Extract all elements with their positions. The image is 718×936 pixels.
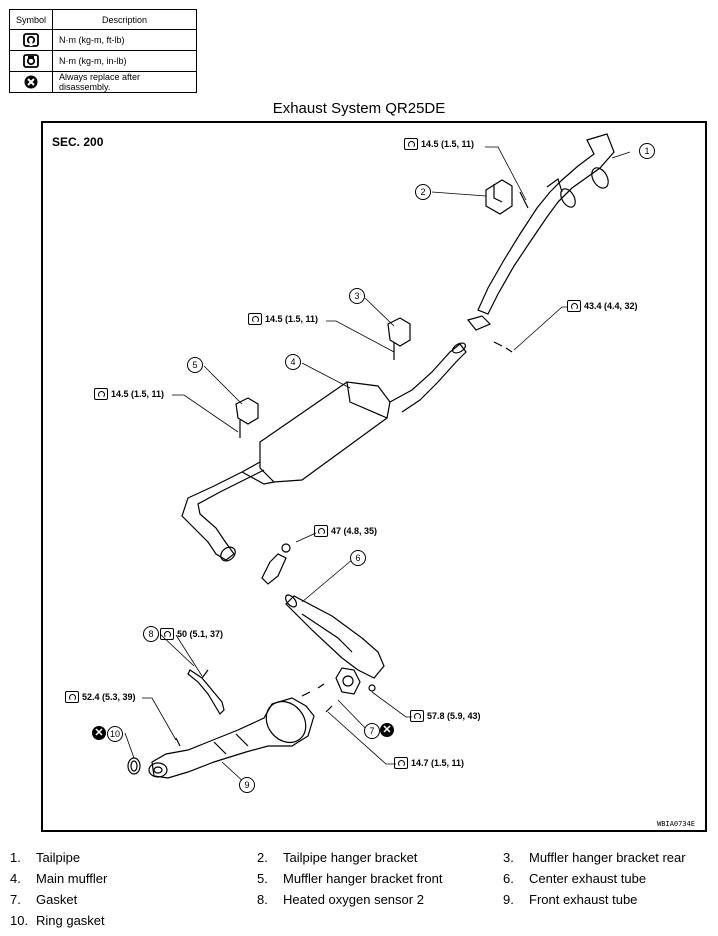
diagram-title: Exhaust System QR25DE: [272, 100, 446, 117]
legend-row-ftlb: N·m (kg-m, ft-lb): [52, 29, 198, 51]
torque-wrench-icon: [314, 525, 328, 537]
front-tube-shape: [151, 697, 315, 779]
always-replace-icon: ✕: [92, 726, 106, 740]
list-item: 8.Heated oxygen sensor 2: [257, 892, 424, 907]
symbol-legend-table: Symbol Description N·m (kg-m, ft-lb) N·m…: [8, 9, 198, 93]
torque-sensor-2: 50 (5.1, 37): [177, 629, 224, 639]
torque-wrench-icon: [248, 313, 262, 325]
section-label: SEC. 200: [52, 135, 104, 149]
callout-1: 1: [639, 143, 655, 159]
torque-wrench-icon: [404, 138, 418, 150]
torque-wrench-icon: [94, 388, 108, 400]
list-item: 7.Gasket: [10, 892, 78, 907]
main-muffler-shape: [259, 381, 391, 483]
list-item: 1.Tailpipe: [10, 850, 81, 865]
callout-7: 7: [364, 723, 380, 739]
torque-gasket: 57.8 (5.9, 43): [427, 711, 481, 721]
tailpipe-hanger-shape: [485, 179, 513, 215]
center-tube-shape: [285, 595, 385, 679]
torque-wrench-icon: [394, 757, 408, 769]
legend-row-replace: Always replace after disassembly.: [52, 71, 198, 93]
list-item: 5.Muffler hanger bracket front: [257, 871, 443, 886]
list-item: 2.Tailpipe hanger bracket: [257, 850, 418, 865]
torque-wrench-icon: [65, 691, 79, 703]
torque-tailpipe-bracket: 14.5 (1.5, 11): [421, 139, 475, 149]
torque-joint: 43.4 (4.4, 32): [584, 301, 638, 311]
torque-rear-bracket: 14.5 (1.5, 11): [265, 314, 319, 324]
legend-header-description: Description: [52, 9, 198, 30]
torque-wrench-icon: [567, 300, 581, 312]
always-replace-icon: ✕: [380, 723, 394, 737]
front-hanger-shape: [235, 397, 259, 425]
callout-10: 10: [107, 726, 123, 742]
exhaust-diagram: [124, 133, 631, 785]
list-item: 9.Front exhaust tube: [503, 892, 638, 907]
legend-row-inlb: N·m (kg-m, in-lb): [52, 50, 198, 72]
list-item: 4.Main muffler: [10, 871, 108, 886]
rear-hanger-shape: [387, 317, 411, 347]
legend-header-symbol: Symbol: [8, 9, 54, 30]
always-replace-icon: [24, 75, 38, 89]
oxygen-sensor-shape: [187, 669, 225, 715]
callout-4: 4: [285, 354, 301, 370]
callout-9: 9: [239, 777, 255, 793]
callout-5: 5: [187, 357, 203, 373]
torque-front-stud: 52.4 (5.3, 39): [82, 692, 136, 702]
torque-wrench-inlb-icon: [23, 54, 39, 68]
torque-wrench-icon: [160, 628, 174, 640]
torque-front-bracket: 14.5 (1.5, 11): [111, 389, 165, 399]
tailpipe-shape: [477, 133, 615, 315]
diagram-code: WBIA0734E: [657, 820, 695, 828]
torque-wrench-icon: [23, 33, 39, 47]
callout-2: 2: [415, 184, 431, 200]
callout-3: 3: [349, 288, 365, 304]
torque-front-tube: 14.7 (1.5, 11): [411, 758, 465, 768]
diagram-frame: SEC. 200 1 2 3 4 5 6 7 8 9 10 ✕ ✕ 14.5 (…: [41, 121, 707, 832]
callout-8: 8: [143, 626, 159, 642]
list-item: 10.Ring gasket: [10, 913, 105, 928]
torque-sensor-upper: 47 (4.8, 35): [331, 526, 378, 536]
list-item: 6.Center exhaust tube: [503, 871, 647, 886]
list-item: 3.Muffler hanger bracket rear: [503, 850, 686, 865]
torque-wrench-icon: [410, 710, 424, 722]
callout-6: 6: [350, 550, 366, 566]
